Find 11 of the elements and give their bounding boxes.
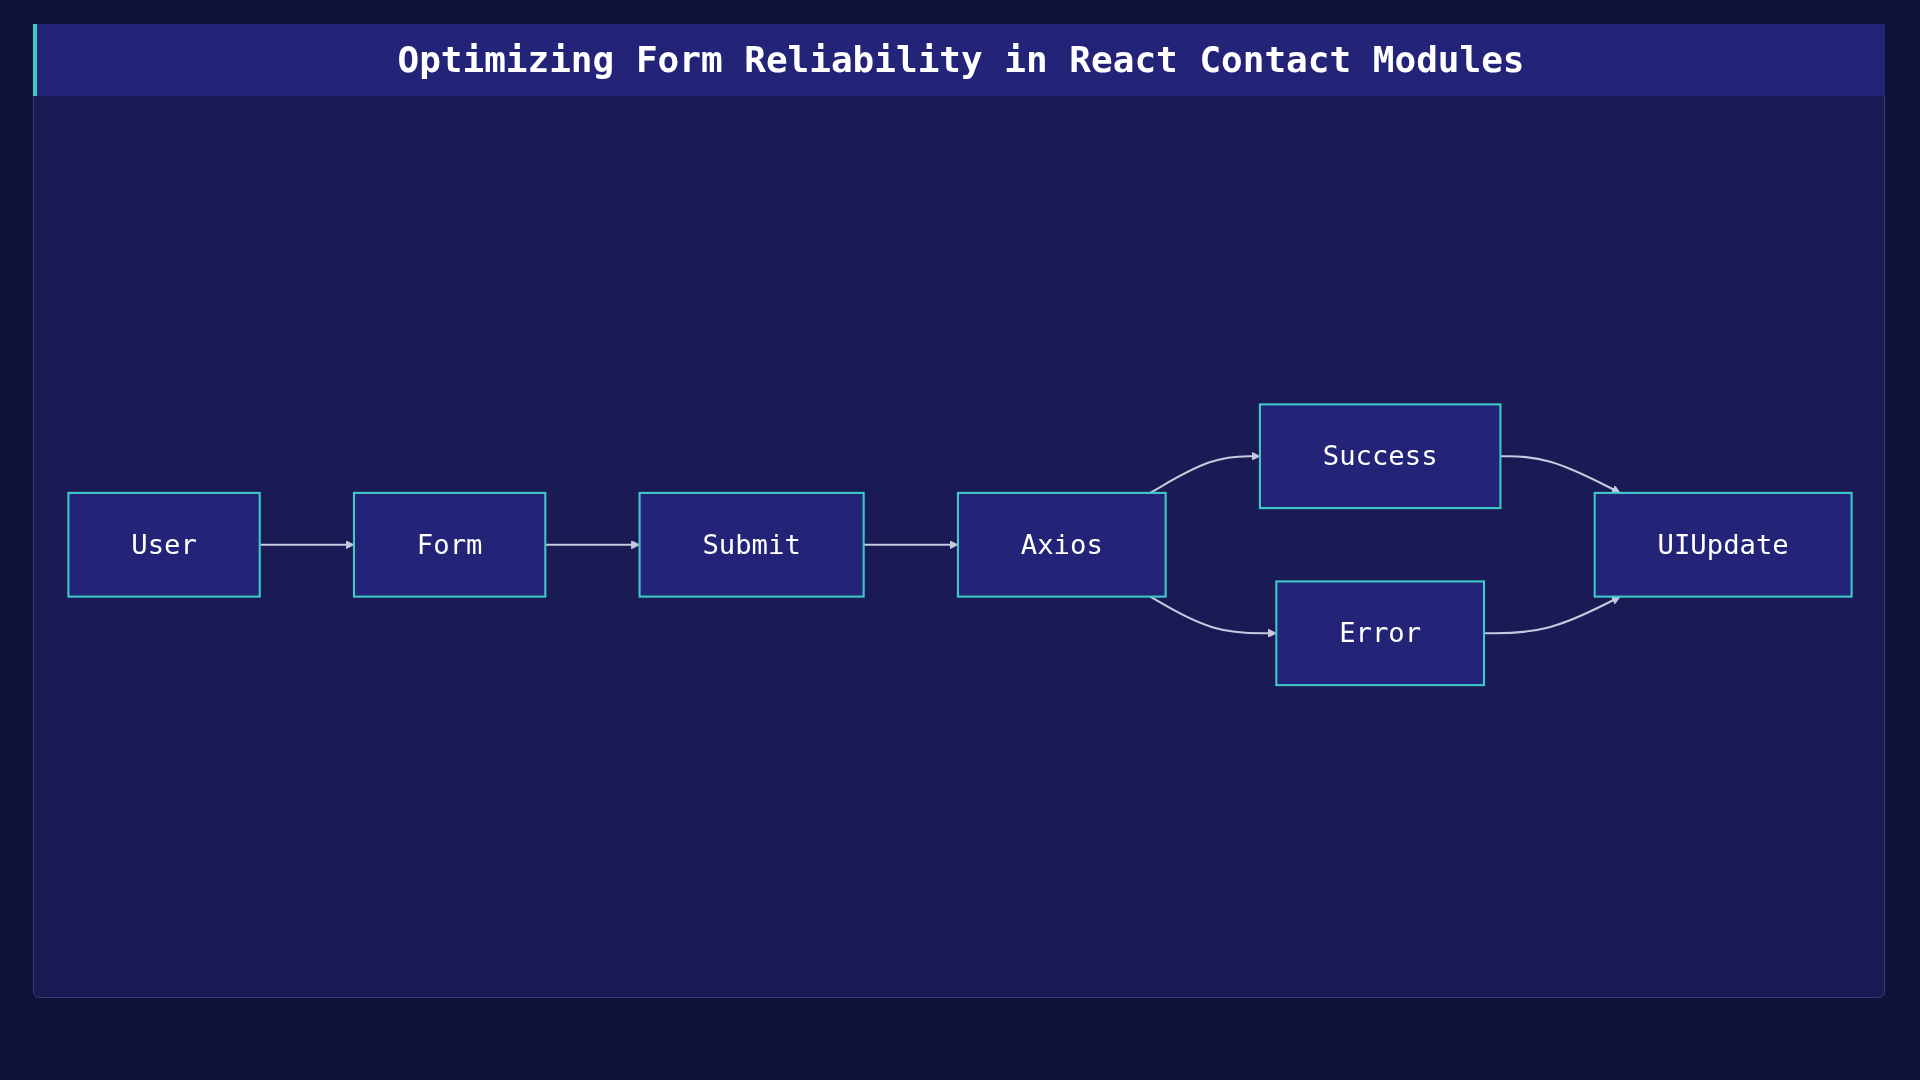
arrow bbox=[1500, 455, 1621, 494]
node-box: Axios bbox=[956, 492, 1167, 598]
node-box: Error bbox=[1275, 580, 1486, 687]
arrow bbox=[545, 540, 640, 550]
node-box: UIUpdate bbox=[1593, 492, 1853, 598]
node-box: Submit bbox=[638, 492, 865, 598]
title: Optimizing Form Reliability in React Contact Modules bbox=[33, 24, 1885, 96]
arrow bbox=[1484, 596, 1621, 635]
node-box: Success bbox=[1258, 403, 1502, 510]
node-box: Form bbox=[352, 492, 547, 598]
node-box: User bbox=[67, 492, 261, 598]
